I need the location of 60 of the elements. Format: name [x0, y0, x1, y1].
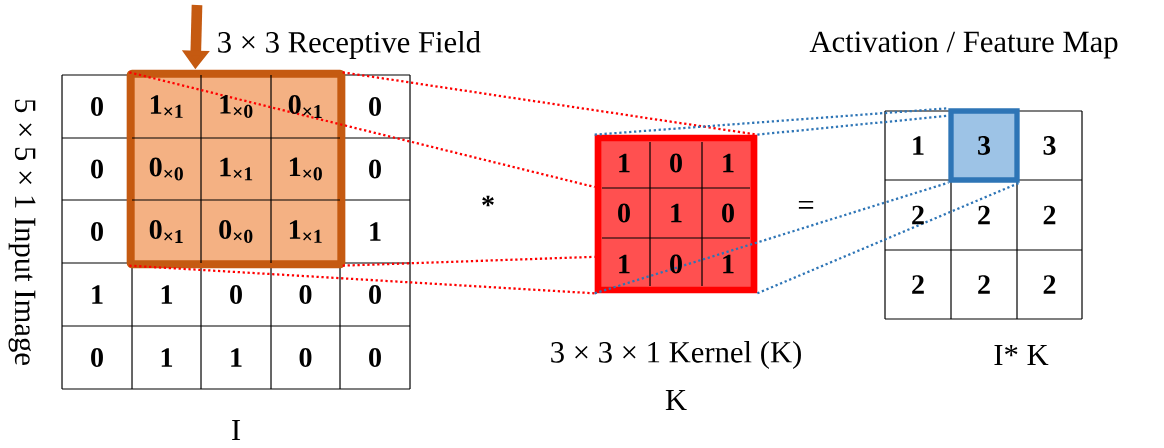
dotted-line — [129, 71, 595, 189]
cell-value: 2 — [1043, 205, 1056, 225]
cell-value: 0$_{×1}$ — [288, 95, 322, 118]
cell-value: 0 — [670, 153, 682, 173]
heading: Activation / Feature Map — [809, 31, 1118, 59]
dotted-line — [129, 264, 595, 295]
cell-value: 0 — [369, 97, 381, 116]
cell-value: 2 — [978, 205, 990, 225]
cell-value: 0 — [618, 203, 630, 223]
cell-value: 0 — [369, 348, 381, 367]
cell-value: 1 — [913, 136, 924, 155]
operator-symbol: * — [482, 195, 494, 207]
highlighted-cell: 3 — [948, 108, 1020, 183]
cell-value: 1$_{×1}$ — [220, 157, 253, 181]
cell-value: 0$_{×0}$ — [219, 220, 253, 243]
cell-value: 1 — [161, 348, 173, 367]
cell-value: 1$_{×0}$ — [220, 95, 253, 118]
cell-value: 2 — [912, 275, 924, 294]
cell-value: 0 — [299, 285, 312, 304]
heading: 3 × 3 Receptive Field — [218, 31, 481, 59]
cell-value: 1 — [161, 285, 173, 304]
cell-value: 1$_{×1}$ — [150, 95, 183, 118]
caption: I — [232, 419, 241, 441]
cell-value: 2 — [1043, 275, 1056, 294]
cell-value: 0 — [369, 285, 381, 304]
cell-value: 0$_{×1}$ — [149, 220, 183, 243]
cell-value: 0 — [91, 97, 103, 116]
dotted-line — [757, 114, 949, 136]
cell-value: 1 — [231, 348, 242, 367]
cell-value: 1 — [723, 254, 734, 274]
dotted-line — [756, 181, 1021, 295]
cell-value: 1$_{×1}$ — [289, 220, 322, 243]
node-label: K — [665, 389, 687, 411]
cell-value: 2 — [978, 275, 990, 294]
cell-value: 1$_{×0}$ — [289, 157, 322, 181]
cell-value: 0 — [670, 254, 682, 274]
cell-value: 2 — [912, 205, 924, 225]
cell-value: 1 — [619, 153, 630, 173]
cell-value: 0 — [722, 203, 734, 223]
cell-value: 3 — [1043, 136, 1056, 155]
cell-value: 0 — [91, 348, 103, 367]
cell-value: 1 — [92, 285, 103, 304]
cell-value: 1 — [723, 153, 734, 173]
caption: I* K — [994, 344, 1049, 366]
dotted-line — [342, 255, 595, 267]
cell-value: 1 — [619, 254, 630, 274]
dotted-line — [342, 71, 758, 136]
axis-title: 5 × 5 × 1 Input Image — [8, 99, 36, 365]
operator-symbol: = — [798, 201, 814, 209]
cell-value: 1 — [370, 222, 381, 241]
dotted-line — [594, 181, 949, 295]
cell-value: 1 — [671, 203, 682, 223]
cell-value: 0 — [230, 285, 242, 304]
node-label: 3 × 3 × 1 Kernel (K) — [551, 341, 801, 369]
dotted-line — [594, 107, 949, 136]
cell-value: 0 — [91, 159, 103, 179]
cell-value: 0$_{×0}$ — [149, 157, 183, 181]
cell-value: 0 — [91, 222, 103, 241]
cell-value: 0 — [299, 348, 312, 367]
cell-value: 0 — [369, 159, 381, 179]
